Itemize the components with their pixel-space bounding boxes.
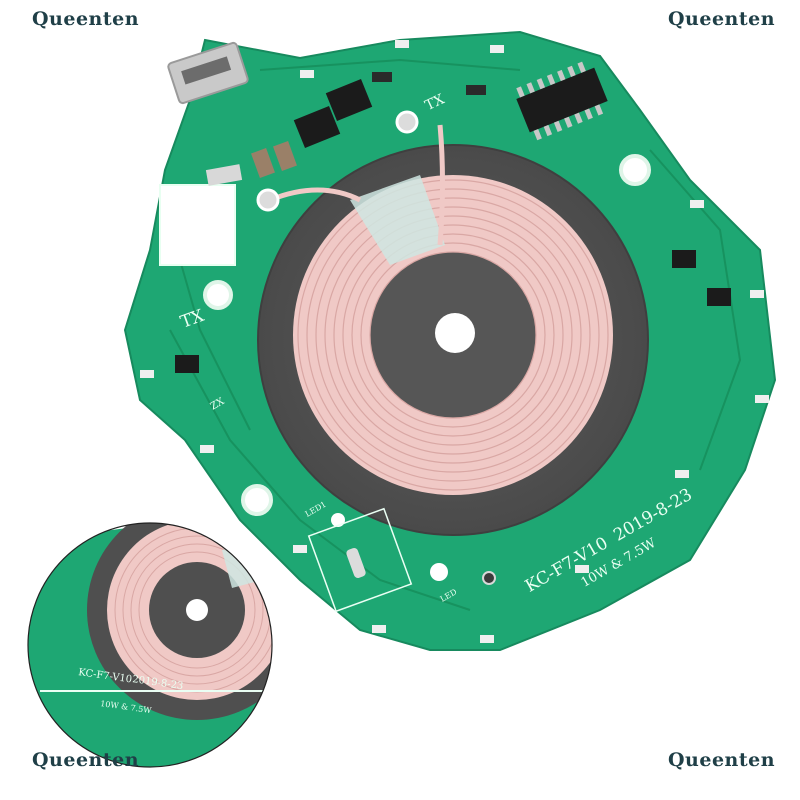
led-footprint: [307, 507, 413, 613]
watermark-top-right: Queenten: [668, 8, 776, 30]
smd-components: [140, 40, 769, 643]
mounting-hole-4: [430, 563, 448, 581]
transistor-1: [672, 250, 696, 268]
usb-port-opening: [181, 56, 232, 85]
led-pad: [346, 547, 366, 579]
mosfet-2: [293, 105, 341, 149]
watermark-top-left: Queenten: [32, 8, 140, 30]
mounting-hole-3: [241, 484, 273, 516]
mosfet-1: [325, 78, 373, 122]
ic-chip-large: [516, 61, 608, 141]
mounting-hole-1: [203, 280, 233, 310]
coil-lead-1: [437, 124, 445, 246]
coil-tape: [350, 175, 445, 265]
solder-pad-1: [395, 110, 419, 134]
watermark-bottom-left: Queenten: [32, 749, 140, 771]
watermark-bottom-right: Queenten: [668, 749, 776, 771]
via-2: [482, 571, 496, 585]
ferrite-edge: [257, 144, 649, 536]
board-cutout: [159, 184, 236, 266]
transistor-2: [707, 288, 731, 306]
solder-pad-2: [256, 188, 280, 212]
transistor-3: [175, 355, 199, 373]
tx-label-top: TX: [423, 91, 447, 114]
mounting-hole-2: [619, 154, 651, 186]
coil-center-hole: [435, 313, 475, 353]
coil-lead-2: [269, 187, 362, 203]
